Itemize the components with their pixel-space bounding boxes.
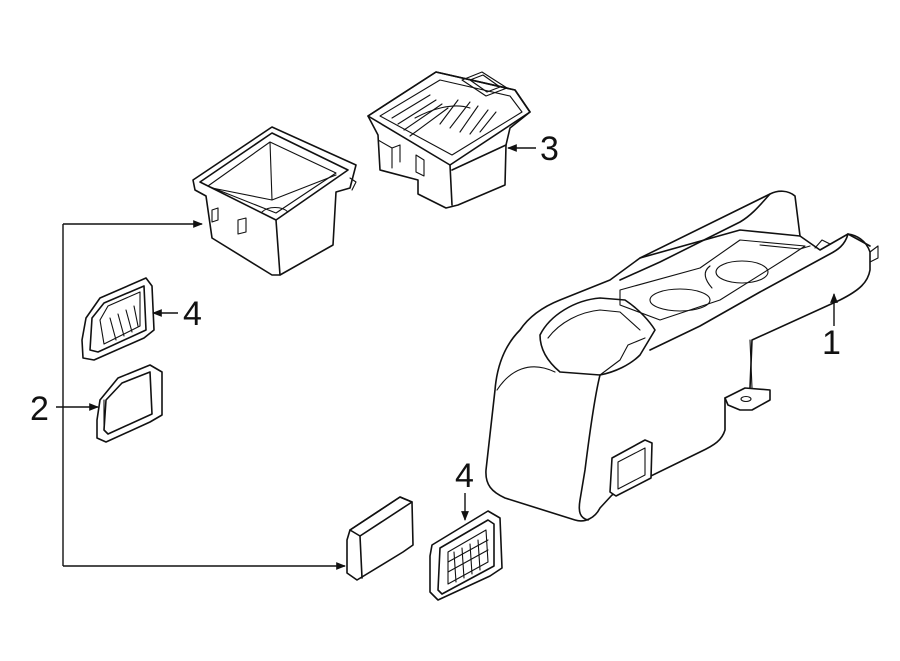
small-cover-part-left bbox=[96, 364, 163, 443]
callout-4-upper: 4 bbox=[183, 295, 202, 333]
leader-lines bbox=[56, 144, 838, 570]
callout-2: 2 bbox=[30, 390, 49, 428]
callout-3: 3 bbox=[540, 130, 559, 168]
flat-cap-part-bottom bbox=[346, 496, 414, 581]
callout-1: 1 bbox=[822, 324, 841, 362]
storage-bin-part bbox=[192, 126, 357, 276]
cupholder-bezel-part bbox=[367, 71, 531, 209]
small-vent-part-upper bbox=[81, 277, 155, 361]
callout-4-bottom: 4 bbox=[455, 457, 474, 495]
vent-part-bottom bbox=[429, 510, 503, 601]
center-console-part bbox=[485, 190, 879, 522]
